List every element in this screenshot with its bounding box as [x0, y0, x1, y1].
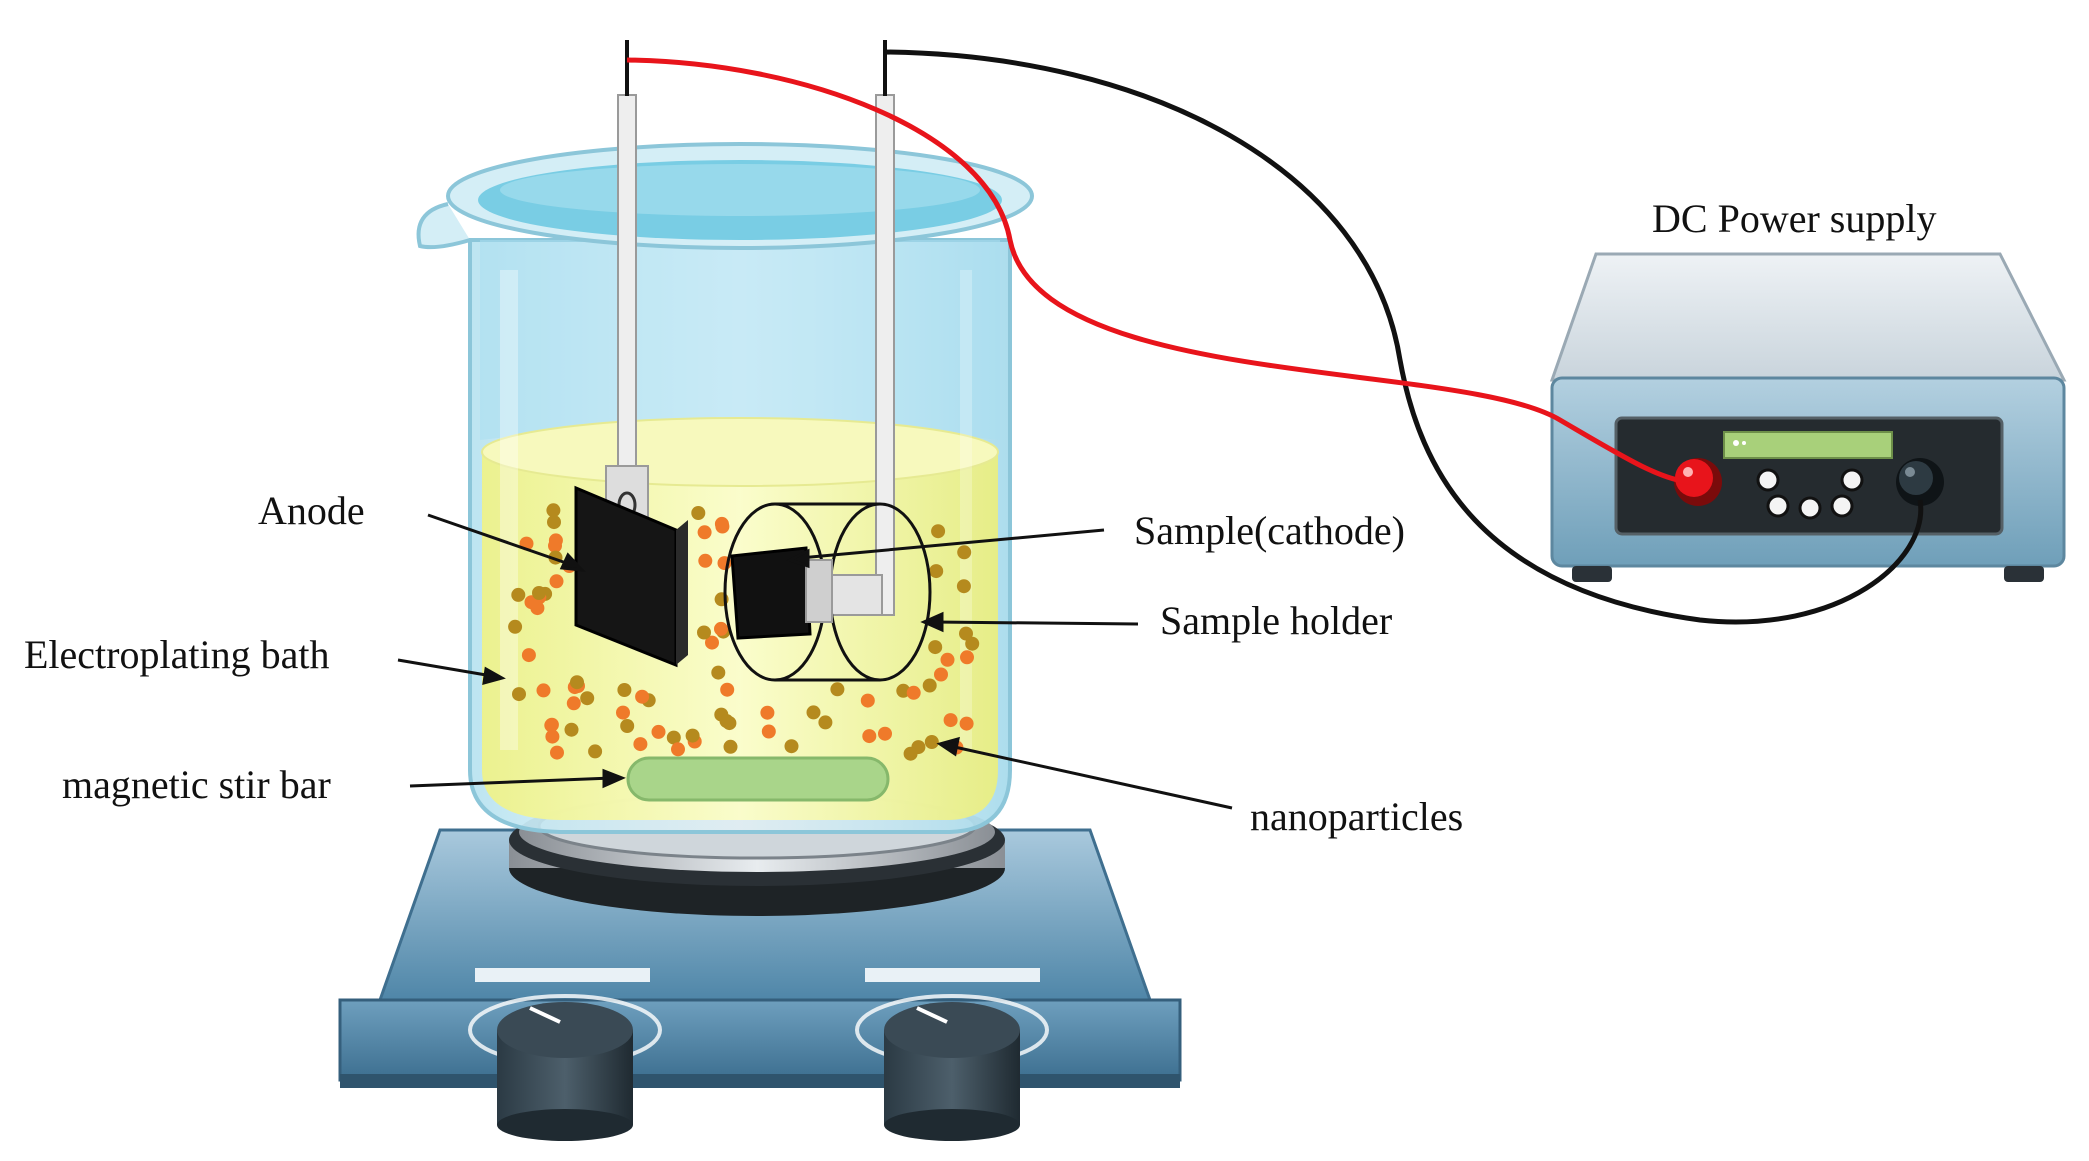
label-electroplating-bath: Electroplating bath — [24, 632, 329, 677]
nanoparticle — [862, 729, 877, 744]
nanoparticle — [564, 722, 579, 737]
nanoparticle — [705, 635, 719, 650]
beaker — [416, 142, 1034, 834]
nanoparticle — [719, 714, 734, 728]
nanoparticle — [549, 574, 564, 589]
nanoparticle — [957, 545, 972, 560]
nanoparticle — [547, 515, 561, 530]
nanoparticle — [616, 705, 630, 720]
nanoparticle — [715, 519, 730, 534]
nanoparticle — [959, 716, 974, 731]
nanoparticle — [959, 626, 973, 641]
nanoparticle — [956, 579, 971, 594]
positive-wire — [626, 57, 1691, 485]
nanoparticle — [929, 564, 944, 579]
nanoparticle — [512, 687, 526, 702]
label-dc-power-supply: DC Power supply — [1652, 196, 1936, 241]
nanoparticle — [784, 739, 799, 754]
nanoparticle — [934, 667, 948, 682]
psu-display — [1723, 431, 1893, 459]
nanoparticle — [697, 525, 712, 540]
nanoparticle — [928, 640, 943, 655]
nanoparticle — [896, 683, 911, 698]
anode-plate — [574, 485, 688, 668]
control-strip-left — [475, 968, 650, 982]
label-magnetic-stir-bar: magnetic stir bar — [62, 762, 331, 807]
dc-power-supply — [1549, 252, 2067, 582]
negative-wire — [884, 49, 1924, 625]
nanoparticle — [550, 745, 564, 760]
nanoparticle — [697, 625, 711, 640]
nanoparticle — [698, 553, 713, 568]
stirrer-front-face — [338, 998, 1182, 1082]
nanoparticle — [635, 689, 650, 704]
nanoparticle — [651, 724, 666, 739]
nanoparticle — [860, 693, 875, 708]
stirrer-knob-left[interactable] — [468, 994, 662, 1141]
nanoparticle — [532, 586, 546, 600]
nanoparticle — [720, 682, 735, 697]
nanoparticle — [545, 729, 560, 744]
nanoparticle — [960, 650, 974, 665]
magnetic-stir-bar — [626, 756, 890, 802]
control-strip-right — [865, 968, 1040, 982]
sample-cathode — [730, 546, 833, 640]
nanoparticle — [965, 636, 980, 651]
nanoparticle — [633, 737, 648, 752]
nanoparticle — [760, 705, 775, 720]
magnetic-stirrer — [338, 792, 1182, 1141]
nanoparticle — [570, 675, 584, 690]
nanoparticle — [830, 682, 845, 697]
nanoparticle — [521, 648, 536, 663]
psu-top — [1549, 252, 2067, 382]
nanoparticle — [548, 533, 563, 548]
nanoparticle — [617, 683, 632, 697]
nanoparticle — [546, 503, 561, 518]
nanoparticle — [666, 730, 681, 745]
nanoparticle — [588, 744, 603, 759]
nanoparticle — [906, 685, 921, 700]
leader-lines — [397, 513, 1233, 810]
negative-terminal[interactable] — [1896, 458, 1944, 506]
nanoparticles-cloud — [508, 503, 980, 761]
nanoparticle — [685, 728, 700, 743]
nanoparticle — [711, 665, 726, 680]
nanoparticle — [671, 742, 685, 757]
nanoparticle — [878, 726, 892, 741]
nanoparticle — [806, 705, 821, 720]
psu-buttons[interactable] — [1756, 468, 1864, 520]
nanoparticle — [580, 691, 595, 706]
nanoparticle — [922, 678, 937, 693]
label-sample-cathode: Sample(cathode) — [1134, 508, 1405, 553]
nanoparticle — [924, 735, 939, 749]
cathode-rod — [829, 94, 895, 616]
label-sample-holder: Sample holder — [1160, 598, 1392, 643]
nanoparticle — [931, 524, 946, 539]
nanoparticle — [761, 724, 776, 739]
nanoparticle — [536, 683, 551, 698]
nanoparticle — [903, 746, 918, 761]
nanoparticle — [566, 696, 581, 711]
nanoparticle — [818, 715, 833, 730]
nanoparticle — [511, 587, 526, 602]
nanoparticle — [620, 719, 635, 733]
nanoparticle — [723, 739, 738, 754]
label-anode: Anode — [258, 488, 365, 533]
nanoparticle — [691, 506, 706, 520]
beaker-rim — [416, 142, 1034, 250]
wires — [625, 40, 1924, 625]
label-nanoparticles: nanoparticles — [1250, 794, 1463, 839]
nanoparticle — [714, 621, 728, 636]
nanoparticle — [940, 652, 955, 667]
nanoparticle — [943, 713, 958, 728]
stirrer-knob-right[interactable] — [855, 994, 1049, 1141]
positive-terminal[interactable] — [1674, 458, 1722, 506]
nanoparticle — [508, 619, 523, 634]
nanoparticle — [544, 718, 559, 733]
